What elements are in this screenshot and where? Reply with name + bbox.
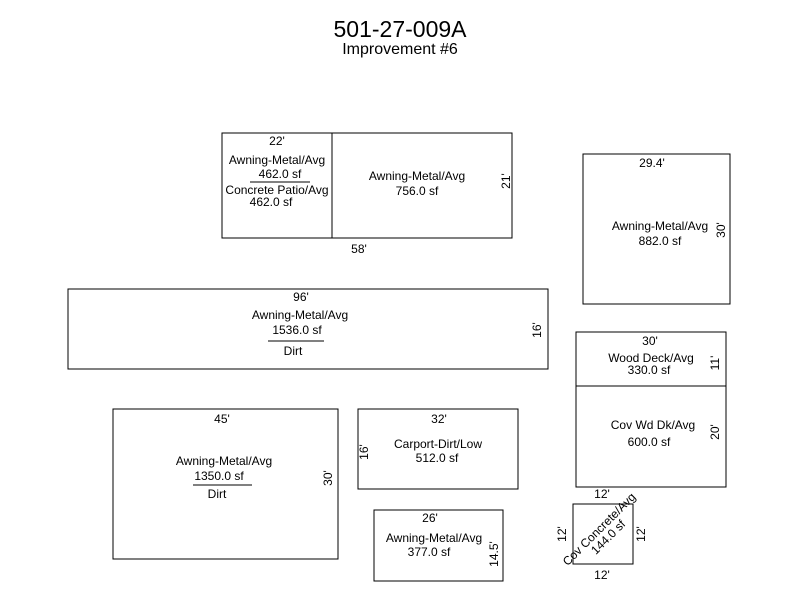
block7-area: 377.0 sf [408,545,451,559]
block1-label1: Awning-Metal/Avg [229,153,325,167]
page-title: 501-27-009A [333,16,467,42]
block4-right-dim2: 20' [708,424,722,440]
block-awning-patio: 22' Awning-Metal/Avg 462.0 sf Concrete P… [221,132,513,256]
block-awning-1536: 96' Awning-Metal/Avg 1536.0 sf Dirt 16' [67,288,549,370]
block6-left-dim: 16' [357,444,371,460]
block8-right-dim: 12' [634,526,648,542]
block4-label1: Wood Deck/Avg [608,351,694,365]
block-awning-377: 26' Awning-Metal/Avg 377.0 sf 14.5' [373,509,504,582]
block1-top-dim: 22' [269,134,285,148]
block4-top-dim: 30' [642,334,658,348]
block4-area1: 330.0 sf [628,363,671,377]
block7-top-dim: 26' [422,511,438,525]
block3-outline [67,288,549,370]
block-cov-concrete: 12' 12' 12' 12' Cov Concrete/Avg 144.0 s… [555,487,648,582]
block7-label: Awning-Metal/Avg [386,531,482,545]
block1-area1: 462.0 sf [259,167,302,181]
block3-sublabel: Dirt [284,344,303,358]
block2-label: Awning-Metal/Avg [612,219,708,233]
block4-label2: Cov Wd Dk/Avg [611,418,695,432]
block8-outline [572,503,634,565]
block5-label: Awning-Metal/Avg [176,454,272,468]
block7-outline [373,509,504,582]
block8-top-dim: 12' [594,487,610,501]
block6-top-dim: 32' [431,412,447,426]
block5-right-dim: 30' [321,470,335,486]
block6-label: Carport-Dirt/Low [394,437,482,451]
block3-right-dim: 16' [530,322,544,338]
block7-right-dim: 14.5' [487,541,501,567]
block1-label3: Awning-Metal/Avg [369,169,465,183]
page-subtitle: Improvement #6 [342,41,458,58]
block-wood-deck: 30' Wood Deck/Avg 330.0 sf 11' Cov Wd Dk… [575,331,727,488]
block1-label2: Concrete Patio/Avg [225,183,328,197]
block-carport: 32' 16' Carport-Dirt/Low 512.0 sf [357,408,519,490]
block1-outline [221,132,513,239]
block1-right-dim: 21' [499,173,513,189]
block5-top-dim: 45' [214,412,230,426]
block4-right-dim1: 11' [708,356,722,371]
block6-outline [357,408,519,490]
block-awning-1350: 45' Awning-Metal/Avg 1350.0 sf Dirt 30' [112,408,339,560]
block5-area: 1350.0 sf [194,469,244,483]
block4-area2: 600.0 sf [628,435,671,449]
block2-right-dim: 30' [714,222,728,238]
block6-area: 512.0 sf [416,451,459,465]
block1-area2: 462.0 sf [250,195,293,209]
block2-top-dim: 29.4' [639,156,665,170]
block3-top-dim: 96' [293,290,309,304]
block3-area: 1536.0 sf [272,323,322,337]
block2-outline [582,153,731,305]
block8-bottom-dim: 12' [594,568,610,582]
block2-area: 882.0 sf [639,234,682,248]
block8-label: Cov Concrete/Avg [560,490,639,569]
block4-outline [575,331,727,488]
block-awning-882: 29.4' Awning-Metal/Avg 882.0 sf 30' [582,153,731,305]
block5-outline [112,408,339,560]
block1-area3: 756.0 sf [396,184,439,198]
block1-bottom-dim: 58' [351,242,367,256]
block8-left-dim: 12' [555,526,569,542]
block3-label: Awning-Metal/Avg [252,308,348,322]
block5-sublabel: Dirt [208,487,227,501]
